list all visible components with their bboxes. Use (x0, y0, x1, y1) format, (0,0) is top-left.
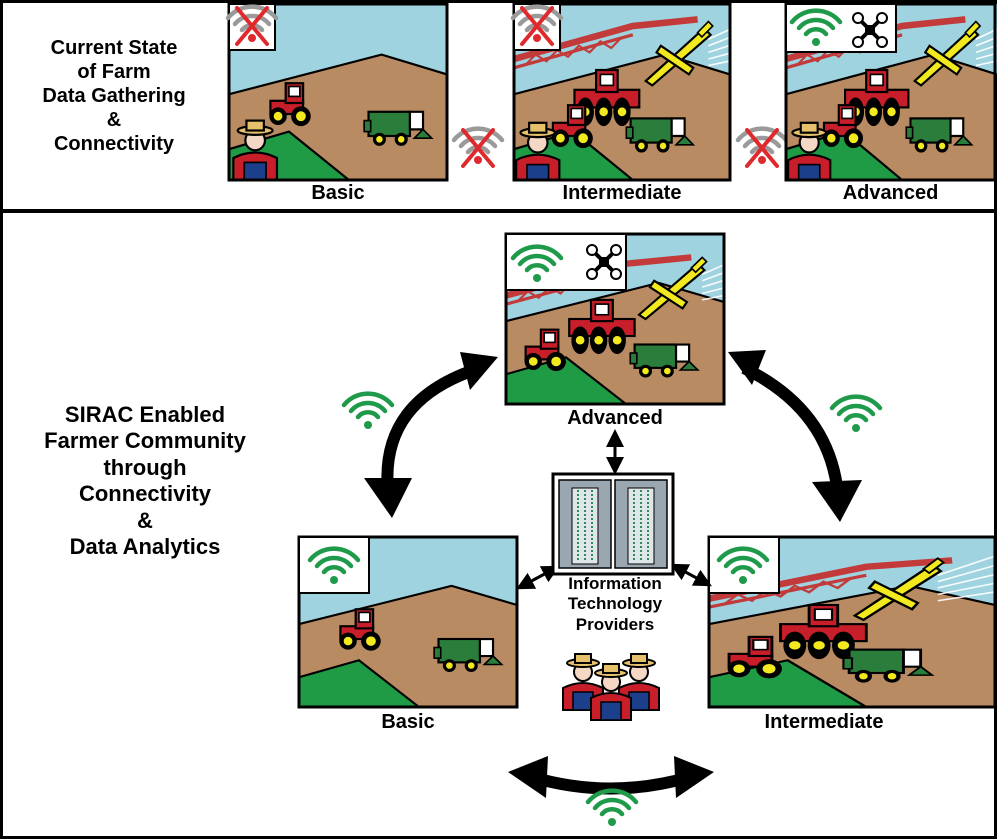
bottom-title-line: Data Analytics (69, 533, 221, 559)
no-wifi-icon (454, 129, 502, 166)
top-title-line: Current State (50, 37, 178, 59)
top-basic-panel (228, 2, 449, 182)
provider-farmers (562, 653, 660, 721)
connector-arrows (516, 429, 712, 590)
wifi-icon (588, 791, 636, 826)
bottom-title-line: Connectivity (78, 481, 212, 507)
provider-line: Information (568, 574, 662, 593)
provider-line: Technology (567, 594, 663, 614)
bottom-intermediate-panel (707, 535, 997, 709)
top-section-title: Current State of Farm Data Gathering & C… (8, 36, 220, 156)
bottom-title-line: Farmer Community (44, 428, 246, 454)
top-advanced-panel (784, 2, 997, 182)
bottom-intermediate-label: Intermediate (764, 711, 884, 733)
bottom-title-line: & (137, 507, 153, 533)
top-advanced-label: Advanced (842, 182, 939, 204)
bottom-section-title: SIRAC Enabled Farmer Community through C… (6, 402, 284, 560)
top-basic-label: Basic (311, 182, 365, 204)
bottom-title-line: through (103, 454, 187, 480)
provider-line: Providers (575, 614, 655, 634)
bottom-advanced-label: Advanced (567, 407, 663, 429)
top-intermediate-label: Intermediate (562, 182, 682, 204)
wifi-icon (344, 394, 392, 429)
top-title-line: Connectivity (53, 133, 175, 155)
top-title-line: of Farm (77, 61, 151, 83)
arrowheads (364, 350, 862, 798)
server-rack-icon (551, 472, 675, 576)
bottom-title-line: SIRAC Enabled (64, 402, 226, 427)
wifi-icon (832, 397, 880, 432)
no-wifi-icon (738, 129, 786, 166)
top-title-line: & (106, 109, 122, 131)
top-title-line: Data Gathering (42, 85, 186, 107)
it-providers-label: Information Technology Providers (540, 574, 690, 635)
bottom-basic-label: Basic (381, 711, 435, 733)
bottom-advanced-panel (504, 232, 726, 406)
bottom-basic-panel (297, 535, 519, 709)
top-intermediate-panel (513, 2, 732, 182)
